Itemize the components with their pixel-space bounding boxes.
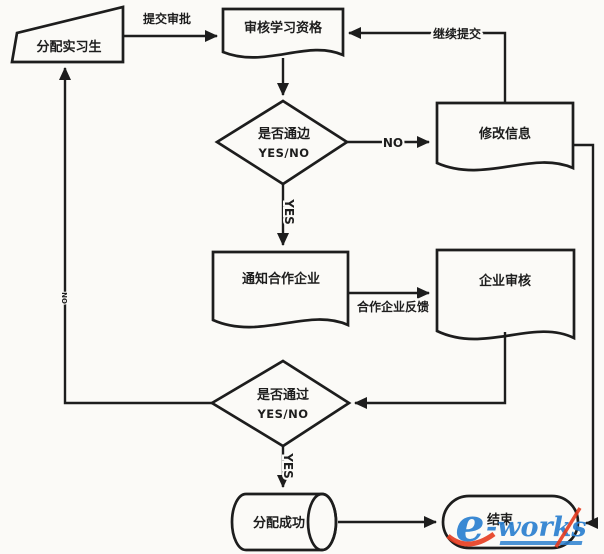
document-shape [435,101,575,172]
assign-success-label: 分配成功 [253,515,305,531]
edge-modify-to-end [573,143,598,529]
notify-enterprise-label: 通知合作企业 [242,271,320,287]
flow-edges [59,27,598,529]
document-shape [435,248,576,341]
node-decision1: 是否通边 YES/NO [214,99,350,186]
watermark-red-swoosh [446,531,496,547]
cylinder-face [306,492,338,552]
node-enterprise-review: 企业审核 [435,248,576,341]
continue-submit-label: 继续提交 [433,26,481,41]
trapezoid-shape [10,5,125,64]
yes1-label: YES [282,198,296,225]
feedback-label: 合作企业反馈 [357,299,429,314]
decision2-yesno: YES/NO [256,407,308,421]
decision2-question: 是否通过 [256,387,309,403]
edge-decision2-no-rail [59,67,212,405]
watermark-e: e [455,498,484,552]
edge-labels: 提交审批 继续提交 NO YES 合作企业反馈 YES NO [59,9,483,481]
diamond-shape [214,99,350,186]
eworks-watermark: e -works [446,498,587,552]
watermark-underline [499,541,583,545]
no1-label: NO [383,136,403,150]
document-shape [221,7,345,59]
node-decision2: 是否通过 YES/NO [209,359,352,448]
node-assign-intern: 分配实习生 [10,5,125,64]
node-review-qualification: 审核学习资格 [221,7,345,59]
node-modify-info: 修改信息 [435,101,575,172]
yes2-label: YES [281,452,295,479]
decision1-question: 是否通边 [257,126,311,142]
end-label: 结束 [487,512,514,528]
decision1-yesno: YES/NO [257,146,309,160]
no-rail-label: NO [60,292,68,304]
assign-intern-label: 分配实习生 [36,39,101,55]
modify-info-label: 修改信息 [478,126,531,142]
enterprise-review-label: 企业审核 [478,273,531,289]
diamond-shape [209,359,352,448]
terminator-shape [441,494,580,550]
document-shape [211,250,350,329]
review-qualification-label: 审核学习资格 [244,20,323,36]
submit-approval-label: 提交审批 [143,11,191,26]
watermark-works: -works [486,512,587,543]
node-assign-success: 分配成功 [230,492,338,552]
edge-continue-submit [348,27,507,103]
edge-review-to-decision2 [354,332,507,409]
node-notify-enterprise: 通知合作企业 [211,250,350,329]
node-end: 结束 [441,494,580,550]
watermark-red-slash [554,507,582,548]
